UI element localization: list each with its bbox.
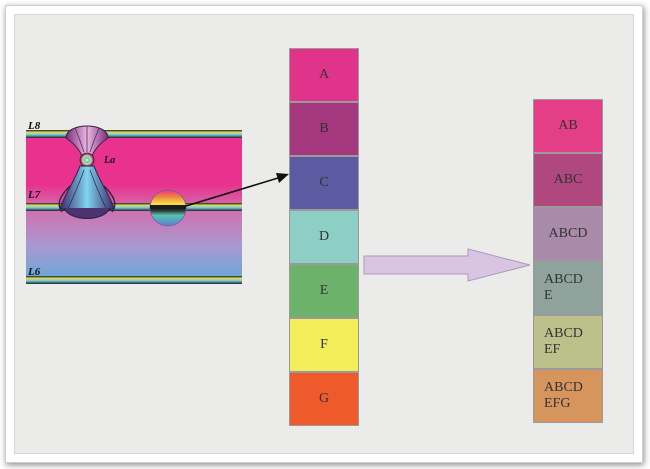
right-cell-3: ABCD bbox=[533, 207, 603, 261]
left-cell-e: E bbox=[289, 264, 359, 318]
left-cell-g: G bbox=[289, 372, 359, 426]
left-cell-f: F bbox=[289, 318, 359, 372]
left-cell-b: B bbox=[289, 102, 359, 156]
left-cell-c: C bbox=[289, 156, 359, 210]
right-cell-6: ABCD EFG bbox=[533, 369, 603, 423]
right-cell-1: AB bbox=[533, 99, 603, 153]
right-cell-5: ABCD EF bbox=[533, 315, 603, 369]
right-cell-2: ABC bbox=[533, 153, 603, 207]
left-cell-d: D bbox=[289, 210, 359, 264]
right-cell-4: ABCD E bbox=[533, 261, 603, 315]
left-cell-a: A bbox=[289, 48, 359, 102]
